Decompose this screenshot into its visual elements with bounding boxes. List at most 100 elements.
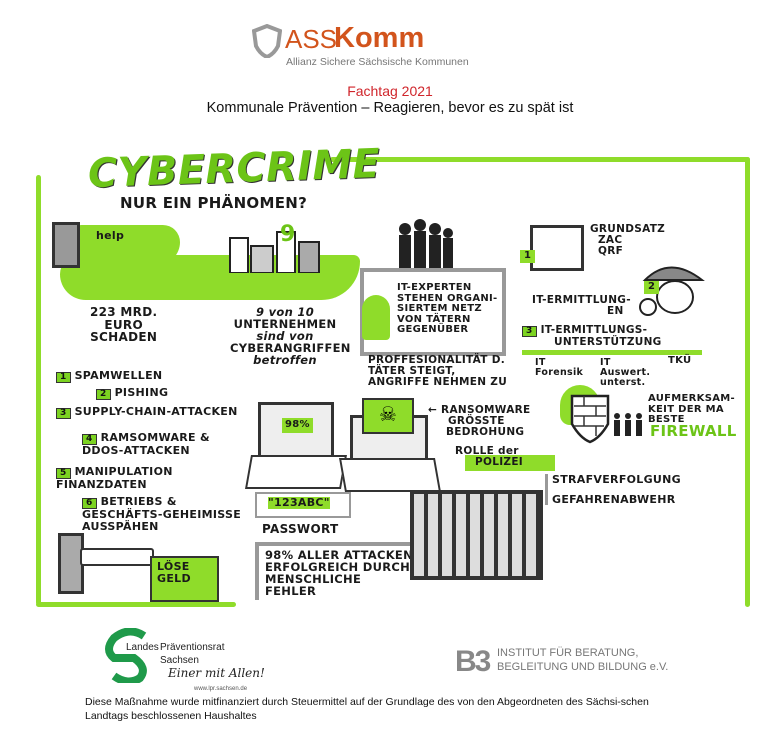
human-error-line: 98% ALLER ATTACKEN [265,548,413,562]
firewall-label: FIREWALL [650,422,737,440]
principle-line: QRF [598,245,624,258]
graphic-title: CYBERCRIME [87,140,381,198]
event-label: Fachtag 2021 [347,83,433,99]
it-experts-line: STEHEN ORGANI- [397,292,498,304]
b3-line2: BEGLEITUNG UND BILDUNG e.V. [497,661,669,673]
police-role-line: POLIZEI [475,456,524,469]
ransom-sign-line: GELD [157,571,191,585]
principle-line: GRUNDSATZ [590,223,666,235]
frame-left [36,175,41,605]
investigations-line: EN [607,305,624,318]
frame-top [330,157,750,162]
human-error-line: ERFOLGREICH DURCH [265,560,411,575]
laptop-base [339,458,441,492]
companies-text: 9 von 10 UNTERNEHMEN sind von CYBERANGRI… [230,305,351,368]
shield-icon [252,24,282,58]
investigations-line: IT-ERMITTLUNG- [532,294,631,306]
companies-line: sind von [256,329,314,344]
frame-bottom [36,602,236,607]
professionalism-line: TÄTER STEIGT, [368,365,456,378]
skull-letter-icon: ☠ [362,398,414,434]
lpr-name2: Präventionsrat [160,642,225,653]
awareness-line: BESTE [648,414,685,425]
police-bar [465,455,555,471]
factory-icon [229,231,320,273]
principle-text: GRUNDSATZ ZAC QRF [590,223,666,258]
graphic-subtitle: NUR EIN PHÄNOMEN? [120,194,308,212]
it-experts-line: GEGENÜBER [397,324,469,335]
human-error-line: FEHLER [265,584,317,599]
detective-icon [639,266,705,316]
b3-line1: INSTITUT FÜR BERATUNG, [497,647,639,659]
password-value: "123ABC" [268,496,330,509]
ransomware-line: GRÖSSTE [448,415,505,428]
police-role-text: ROLLE der POLIZEI [455,445,524,469]
human-error-line: MENSCHLICHE [265,572,362,587]
b3-mark: B3 [455,645,491,678]
ransomware-line: ← RANSOMWARE [428,404,531,416]
logo-subtitle: Allianz Sichere Sächsische Kommunen [286,56,469,68]
professionalism-line: ANGRIFFE NEHMEN ZU [368,376,508,389]
crowd-icon [399,219,453,270]
ransom-sign: LÖSE GELD [150,556,219,602]
companies-line: UNTERNEHMEN [233,317,337,332]
professionalism-line: PROFFESIONALITÄT d. [368,354,506,366]
asskomm-logo: ASS Komm Allianz Sichere Sächsische Komm… [252,22,482,68]
awareness-text: AUFMERKSAM- KEIT der MA BESTE [648,393,735,426]
lpr-name1: Landes [126,642,159,653]
lpr-slogan: Einer mit Allen! [168,666,265,680]
laptop-percent: 98% [282,418,313,433]
door-icon [530,225,584,271]
prosecution-line: GEFAHRENABWEHR [552,492,676,506]
hacker-icon [362,295,390,340]
police-role-line: ROLLE der [455,445,519,457]
investigation-support-line: UNTERSTÜTZUNG [554,336,662,349]
principle-line: ZAC [598,234,623,247]
gun-icon [80,548,154,566]
step-2-badge: 2 [644,281,660,294]
password-label: PASSWORT [262,522,339,536]
it-experts-line: VON TÄTERN [397,313,471,325]
page-title: Kommunale Prävention – Reagieren, bevor … [206,100,574,116]
investigations-text: IT-ERMITTLUNG- EN [532,294,631,318]
logo-main: Komm [334,22,425,54]
damage-line: 223 MRD. [90,305,158,319]
professionalism-text: PROFFESIONALITÄT d. TÄTER STEIGT, ANGRIF… [368,354,508,389]
lpr-swirl-icon [105,628,147,683]
help-text: help [96,229,125,242]
jail-screen-icon [410,490,543,580]
support-bar [522,350,702,355]
password-box [255,492,351,518]
step-1-badge: 1 [520,250,536,263]
awareness-line: KEIT der MA [648,403,724,415]
door-icon [52,222,80,268]
prosecution-line: STRAFVERFOLGUNG [552,473,681,486]
ransomware-line: BEDROHUNG [446,426,525,439]
damage-text: 223 MRD. EURO SCHADEN [90,306,157,344]
awareness-line: AUFMERKSAM- [648,393,735,404]
companies-line: CYBERANGRIFFEN [230,341,351,356]
companies-line: betroffen [253,353,317,368]
lpr-name3: Sachsen [160,655,199,666]
prosecution-text: STRAFVERFOLGUNG GEFAHRENABWEHR [545,473,681,506]
it-experts-line: SIERTEM NETZ [397,303,482,314]
funding-note: Diese Maßnahme wurde mitfinanziert durch… [85,696,649,722]
lpr-url: www.lpr.sachsen.de [194,686,248,692]
logo-prefix: ASS [285,24,338,54]
frame-right [745,157,750,607]
companies-line: 9 von 10 [256,305,314,319]
it-experts-line: IT-EXPERTEN [397,282,472,293]
support-item: TKÜ [668,355,692,366]
nine-label: 9 [280,222,296,247]
laptop-base [245,455,347,489]
